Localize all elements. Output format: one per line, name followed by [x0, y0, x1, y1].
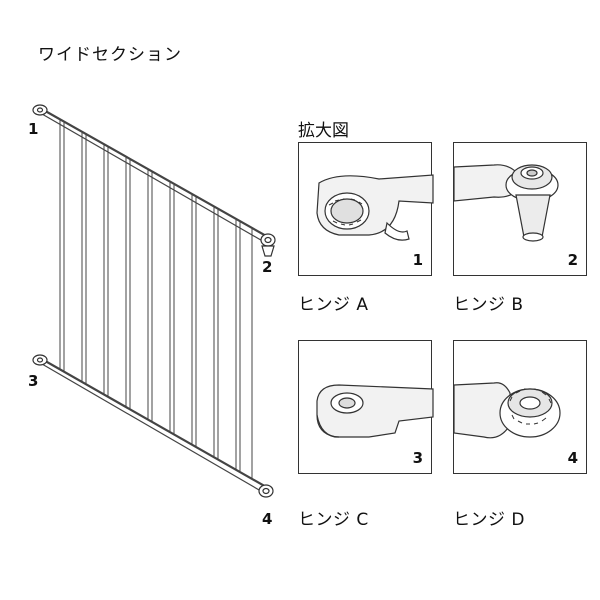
hinge-c-icon	[316, 384, 434, 438]
hinge-b-label: ヒンジ B	[453, 295, 524, 315]
hinge-a-label: ヒンジ A	[298, 295, 369, 315]
callout-3: 3	[28, 372, 39, 390]
zoom-panel-c: 3	[298, 340, 434, 474]
hinge-d-icon	[453, 382, 561, 439]
hinge-c-label: ヒンジ C	[298, 510, 369, 530]
zoom-panel-a: 1	[298, 142, 434, 276]
panel-c-number: 3	[412, 449, 423, 467]
zoom-panel-b: 2	[453, 142, 587, 276]
callout-1: 1	[28, 120, 39, 138]
panel-d-number: 4	[567, 449, 578, 467]
panel-b-number: 2	[567, 251, 578, 269]
zoom-title: 拡大図	[298, 121, 349, 141]
panel-a-number: 1	[412, 251, 423, 269]
hinge-d-label: ヒンジ D	[453, 510, 525, 530]
hinge-a-icon	[316, 174, 434, 241]
callout-4: 4	[262, 510, 273, 528]
callout-2: 2	[262, 258, 273, 276]
hinge-b-icon	[453, 164, 559, 242]
section-title: ワイドセクション	[38, 45, 182, 65]
zoom-panel-d: 4	[453, 340, 587, 474]
